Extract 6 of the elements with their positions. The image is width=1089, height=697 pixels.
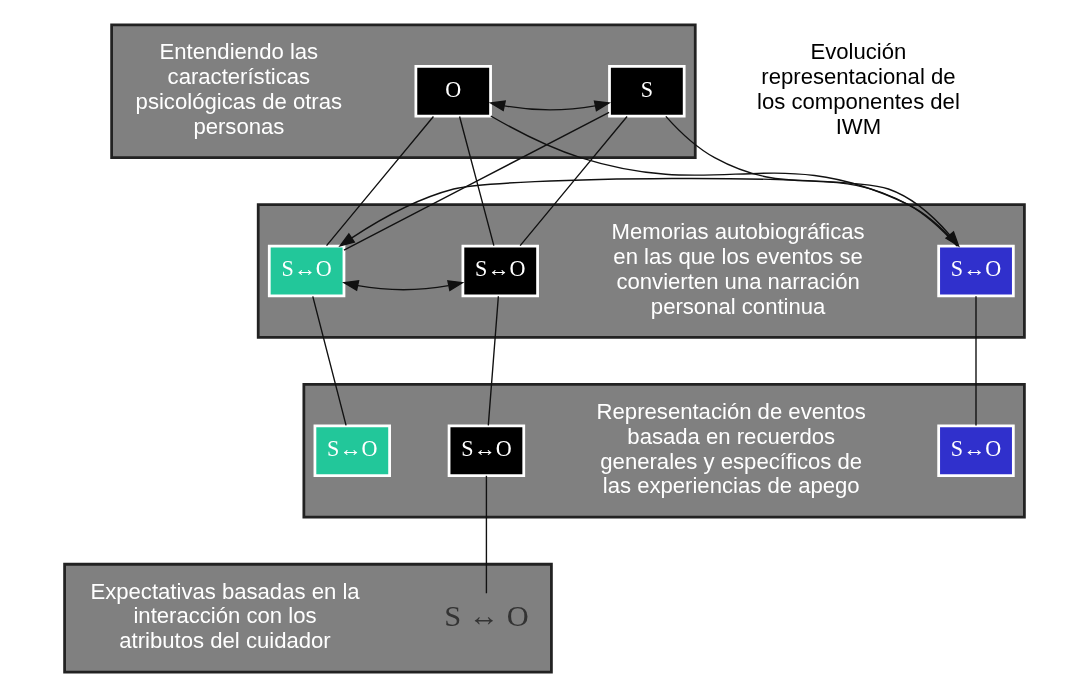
label: Evolución representacional de los componentes del IWM bbox=[757, 39, 960, 139]
node-label: Expectativas basadas en la interacción con los atributos del cuidador bbox=[90, 578, 360, 654]
node-label: Memorias autobiográficas en las que los eventos se convierten una narración personal continua bbox=[611, 218, 865, 319]
node-label: Representación de eventos basada en recuerdos generales y específicos de las experiencias de apego bbox=[596, 398, 866, 499]
node-label: Entendiendo las características psicológicas de otras personas bbox=[135, 39, 343, 139]
node-text: S ↔ O bbox=[444, 598, 529, 633]
